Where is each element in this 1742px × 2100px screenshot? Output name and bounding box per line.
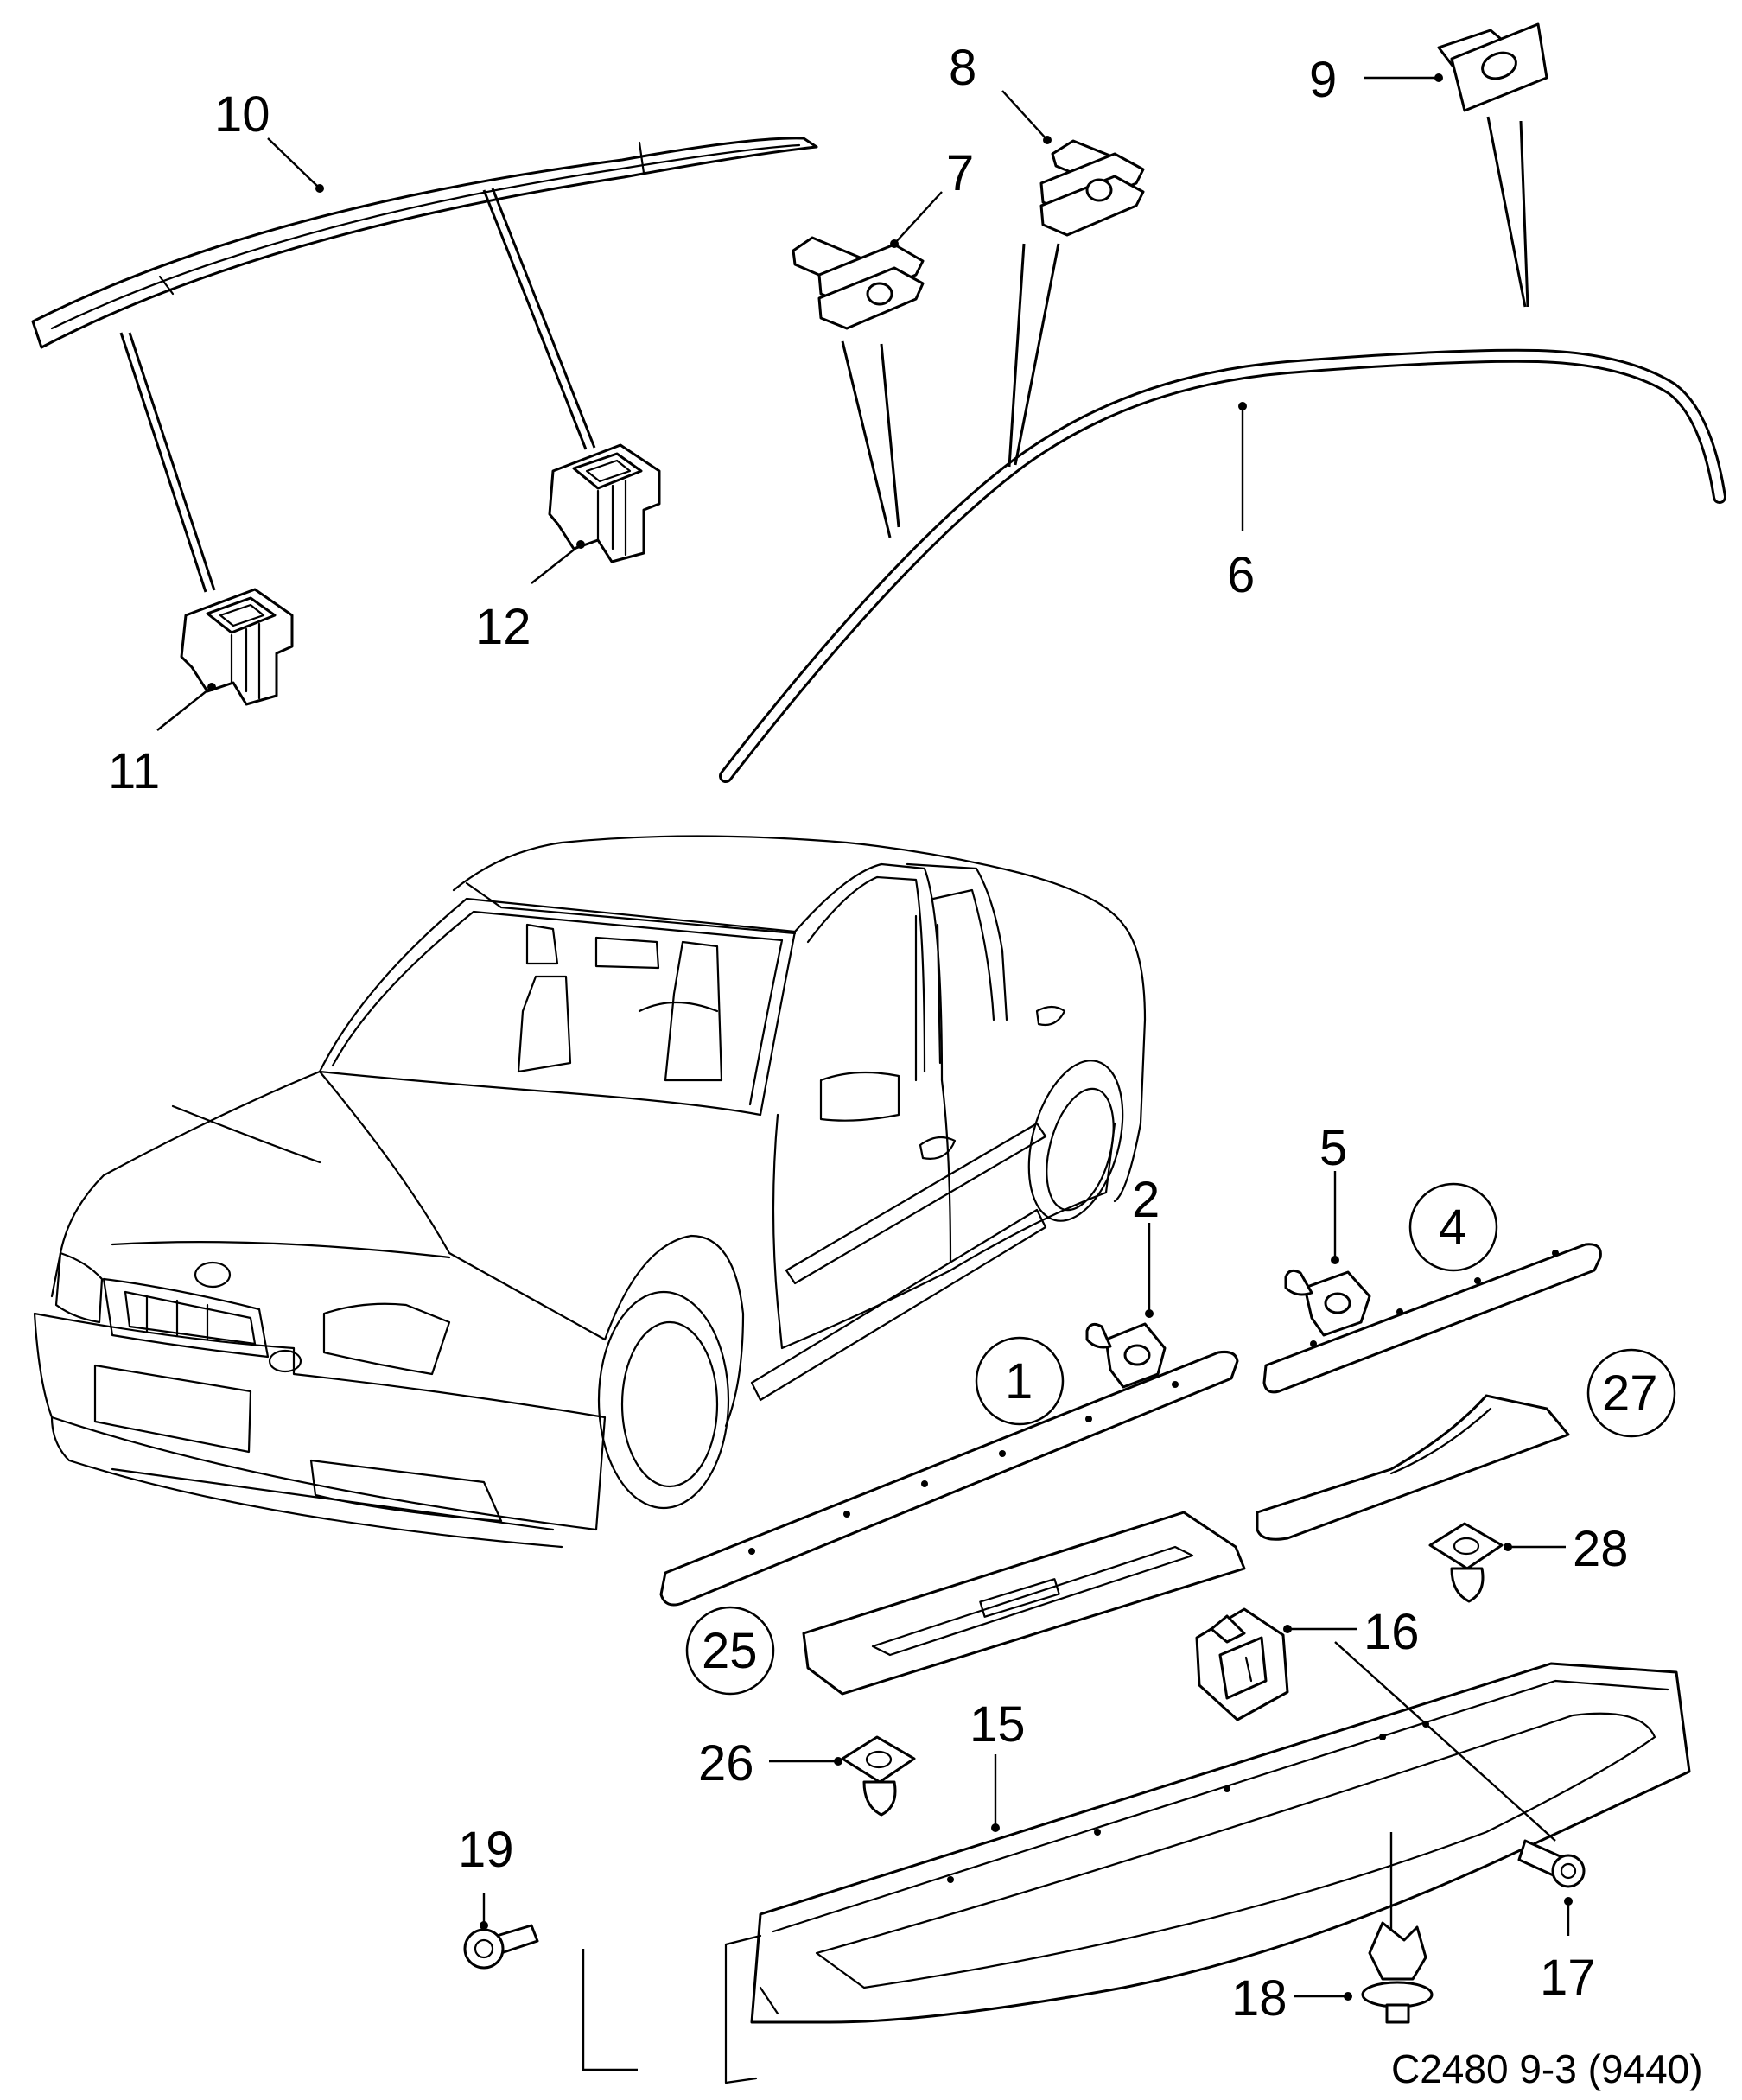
label-6: 6 [1227, 547, 1255, 603]
clip-26 [841, 1735, 916, 1817]
clip-8 [1039, 139, 1145, 237]
leader-line [893, 191, 943, 245]
leader-dot [1283, 1625, 1292, 1633]
label-9: 9 [1309, 52, 1337, 108]
sill-moulding-1 [659, 1351, 1239, 1607]
clip-18 [1361, 1921, 1434, 2024]
leader-line [1014, 243, 1060, 466]
label-5: 5 [1319, 1120, 1347, 1176]
roof-moulding-10 [31, 137, 818, 349]
clip-5 [1284, 1269, 1371, 1337]
leader-line [1008, 243, 1026, 468]
label-27: 27 [1602, 1365, 1658, 1422]
label-7: 7 [946, 145, 974, 201]
clip-2 [1085, 1322, 1167, 1389]
label-circle-27 [1586, 1348, 1676, 1438]
screw-17 [1517, 1839, 1586, 1888]
leader-dot [1434, 73, 1443, 82]
leader-dot [890, 239, 899, 248]
leader-line [880, 343, 900, 528]
leader-dot [1331, 1256, 1339, 1264]
label-circle-4 [1408, 1182, 1498, 1272]
screw-19 [463, 1924, 539, 1970]
label-25: 25 [702, 1623, 758, 1679]
label-15: 15 [970, 1696, 1026, 1753]
leader-dot [1564, 1897, 1573, 1906]
label-17: 17 [1540, 1950, 1596, 2006]
label-16: 16 [1364, 1604, 1420, 1660]
leader-line [482, 189, 588, 450]
leader-line [119, 332, 207, 593]
leader-line [1001, 90, 1048, 141]
label-11: 11 [108, 743, 160, 799]
leader-dot [1504, 1543, 1512, 1551]
leader-line [267, 137, 321, 189]
door-frame-moulding-6 [719, 348, 1726, 783]
label-12: 12 [475, 599, 531, 655]
label-28: 28 [1573, 1521, 1629, 1577]
leader-dot [480, 1921, 488, 1930]
leader-dot [1043, 136, 1052, 144]
rocker-panel-15 [724, 1662, 1691, 2084]
leader-line [841, 340, 892, 538]
label-2: 2 [1132, 1172, 1160, 1228]
leader-dot [834, 1757, 842, 1766]
label-1: 1 [1005, 1353, 1033, 1410]
leader-dot [315, 184, 324, 193]
clip-11 [180, 588, 294, 706]
clip-16 [1195, 1607, 1289, 1721]
leader-line [1486, 116, 1527, 308]
label-circle-25 [685, 1606, 775, 1696]
label-26: 26 [698, 1735, 754, 1791]
clip-28 [1428, 1522, 1504, 1603]
leader-line [1334, 1641, 1556, 1842]
leader-line [491, 188, 596, 449]
clip-12 [548, 443, 661, 563]
leader-dot [1238, 402, 1247, 410]
sill-plate-25 [802, 1511, 1246, 1696]
leader-dot [1145, 1309, 1154, 1318]
label-18: 18 [1231, 1970, 1287, 2027]
label-19: 19 [458, 1822, 514, 1878]
leader-dot [207, 683, 216, 691]
leader-dot [576, 540, 585, 549]
clip-9 [1437, 22, 1548, 112]
car-illustration [33, 835, 1147, 1549]
leader-line [531, 544, 582, 584]
leader-line [156, 686, 213, 731]
leader-dot [991, 1823, 1000, 1832]
sill-plate-27 [1256, 1394, 1570, 1541]
sill-moulding-4 [1262, 1243, 1602, 1394]
leader-line [128, 332, 216, 591]
label-8: 8 [949, 40, 976, 96]
label-10: 10 [214, 86, 270, 143]
leader-line [582, 1949, 638, 2071]
leader-line [1519, 120, 1529, 308]
figure-code: C2480 9-3 (9440) [1391, 2046, 1703, 2091]
clip-7 [792, 236, 925, 330]
label-4: 4 [1439, 1200, 1466, 1256]
leader-dot [1344, 1992, 1352, 2001]
label-circle-1 [975, 1336, 1065, 1426]
